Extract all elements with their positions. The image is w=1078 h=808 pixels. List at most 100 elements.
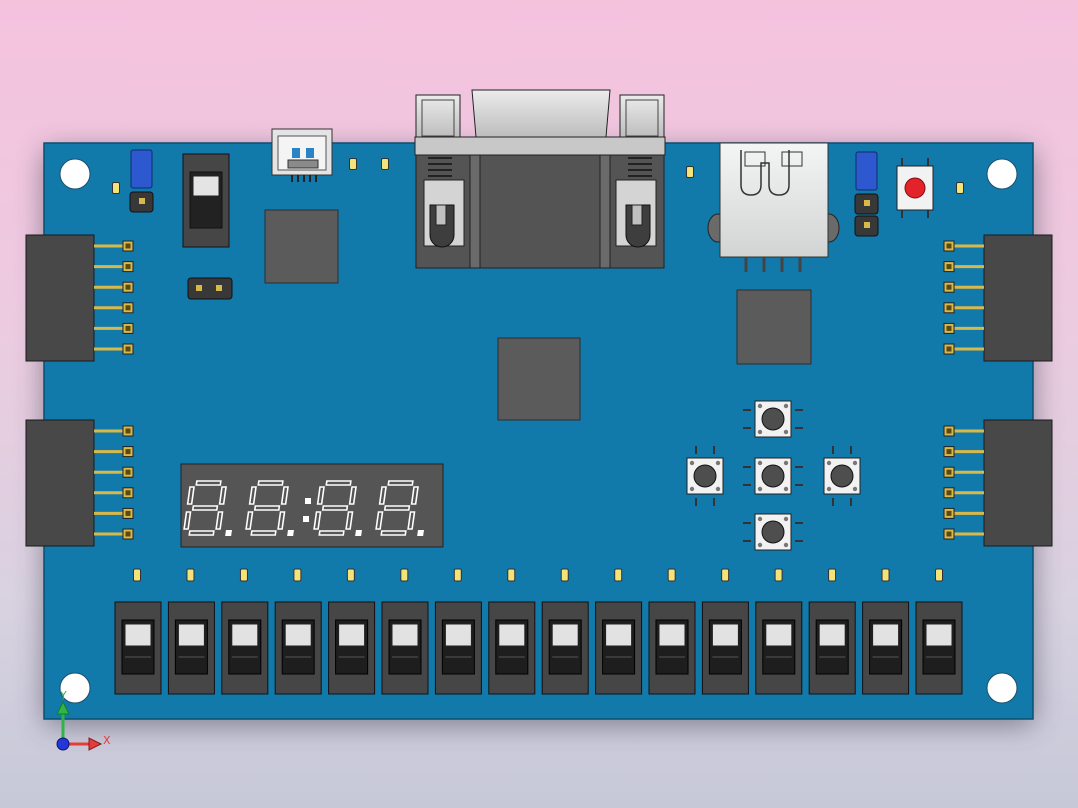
jumper-cap bbox=[130, 149, 153, 189]
micro-usb-connector[interactable] bbox=[271, 128, 333, 182]
seven-segment-body bbox=[180, 463, 444, 548]
header-pin bbox=[94, 507, 134, 519]
push-button-down[interactable] bbox=[743, 513, 803, 551]
slide-switch-knob[interactable] bbox=[444, 623, 472, 647]
slide-switch-knob[interactable] bbox=[818, 623, 846, 647]
slide-switch-knob[interactable] bbox=[124, 623, 152, 647]
slide-switch-5[interactable] bbox=[328, 601, 376, 695]
slide-switch-knob[interactable] bbox=[658, 623, 686, 647]
slide-switch-10[interactable] bbox=[595, 601, 643, 695]
reset-button[interactable] bbox=[896, 158, 934, 218]
slide-switch-9[interactable] bbox=[541, 601, 589, 695]
led-1 bbox=[133, 568, 141, 582]
push-button-right[interactable] bbox=[823, 446, 861, 506]
slide-switch-knob[interactable] bbox=[177, 623, 205, 647]
led-9 bbox=[560, 568, 569, 582]
slide-switch-14[interactable] bbox=[808, 601, 856, 695]
power-switch-knob[interactable] bbox=[192, 175, 220, 197]
led-8 bbox=[507, 568, 516, 582]
push-button-cap[interactable] bbox=[761, 520, 785, 544]
decimal-point bbox=[225, 530, 232, 536]
slide-switch-15[interactable] bbox=[862, 601, 910, 695]
header-pin bbox=[94, 466, 134, 478]
slide-switch-11[interactable] bbox=[648, 601, 696, 695]
header-pin bbox=[943, 343, 984, 355]
vga-connector[interactable] bbox=[414, 89, 666, 269]
push-button-cap[interactable] bbox=[693, 464, 717, 488]
usb-a-connector[interactable] bbox=[707, 142, 840, 272]
usb-a-shell bbox=[719, 142, 829, 258]
slide-switch-4[interactable] bbox=[274, 601, 322, 695]
vga-rib bbox=[469, 154, 481, 269]
slide-switch-knob[interactable] bbox=[872, 623, 900, 647]
jumper-pin bbox=[864, 200, 870, 206]
slide-switch-knob[interactable] bbox=[605, 623, 633, 647]
slide-switch-knob[interactable] bbox=[551, 623, 579, 647]
slide-switch-13[interactable] bbox=[755, 601, 803, 695]
slide-switch-knob[interactable] bbox=[284, 623, 312, 647]
slide-switch-8[interactable] bbox=[488, 601, 536, 695]
push-button-left[interactable] bbox=[686, 446, 724, 506]
mounting-hole bbox=[59, 158, 91, 190]
axis-triad: Y X bbox=[56, 689, 111, 751]
slide-switch-row bbox=[114, 601, 963, 695]
slide-switch-12[interactable] bbox=[701, 601, 749, 695]
vga-hex-standoff-left bbox=[415, 94, 461, 138]
two-pin-header[interactable] bbox=[187, 277, 233, 300]
slide-switch-16[interactable] bbox=[915, 601, 963, 695]
slide-switch-knob[interactable] bbox=[338, 623, 366, 647]
slide-switch-1[interactable] bbox=[114, 601, 162, 695]
led-5 bbox=[346, 568, 355, 582]
usb-a-pins bbox=[744, 257, 802, 272]
status-leds bbox=[112, 158, 964, 194]
decimal-point bbox=[287, 530, 294, 536]
mounting-holes bbox=[59, 158, 1018, 704]
power-slide-switch[interactable] bbox=[182, 153, 230, 248]
pin-header-2[interactable] bbox=[25, 419, 134, 547]
pin-header-3[interactable] bbox=[943, 234, 1053, 362]
header-pin bbox=[943, 240, 984, 252]
slide-switch-knob[interactable] bbox=[925, 623, 953, 647]
led-row bbox=[133, 568, 943, 582]
slide-switch-knob[interactable] bbox=[391, 623, 419, 647]
slide-switch-knob[interactable] bbox=[231, 623, 259, 647]
pin-header-4[interactable] bbox=[943, 419, 1053, 547]
vga-hex-standoff-right bbox=[619, 94, 665, 138]
led-3 bbox=[239, 568, 248, 582]
push-button-up[interactable] bbox=[743, 400, 803, 438]
push-button-cap[interactable] bbox=[761, 407, 785, 431]
jumper-right[interactable] bbox=[854, 151, 879, 237]
led-6 bbox=[400, 568, 409, 582]
mounting-hole bbox=[59, 672, 91, 704]
slide-switch-2[interactable] bbox=[167, 601, 215, 695]
slide-switch-knob[interactable] bbox=[498, 623, 526, 647]
reset-button-cap[interactable] bbox=[904, 177, 926, 199]
header-pin bbox=[94, 240, 134, 252]
slide-switch-6[interactable] bbox=[381, 601, 429, 695]
pin-header-1[interactable] bbox=[25, 234, 134, 362]
slide-switch-3[interactable] bbox=[221, 601, 269, 695]
led-7 bbox=[453, 568, 462, 582]
axis-origin bbox=[56, 737, 70, 751]
header-pin bbox=[94, 322, 134, 334]
micro-usb-tongue bbox=[287, 159, 319, 169]
slide-switch-7[interactable] bbox=[434, 601, 482, 695]
y-axis-arrowhead bbox=[56, 700, 70, 715]
push-button-cap[interactable] bbox=[761, 464, 785, 488]
header-housing bbox=[983, 234, 1053, 362]
push-button-center[interactable] bbox=[743, 457, 803, 495]
led-2 bbox=[186, 568, 195, 582]
vga-hex-face-left bbox=[421, 99, 455, 137]
colon-dot bbox=[305, 498, 311, 504]
slide-switch-knob[interactable] bbox=[711, 623, 739, 647]
usb-a-window bbox=[744, 151, 766, 167]
vga-rib bbox=[599, 154, 611, 269]
jumper-left[interactable] bbox=[129, 149, 154, 213]
slide-switch-knob[interactable] bbox=[765, 623, 793, 647]
led-16 bbox=[935, 568, 943, 582]
led-13 bbox=[774, 568, 783, 582]
micro-usb-contact bbox=[292, 148, 300, 158]
push-button-cap[interactable] bbox=[830, 464, 854, 488]
vga-screw-left bbox=[423, 157, 465, 248]
